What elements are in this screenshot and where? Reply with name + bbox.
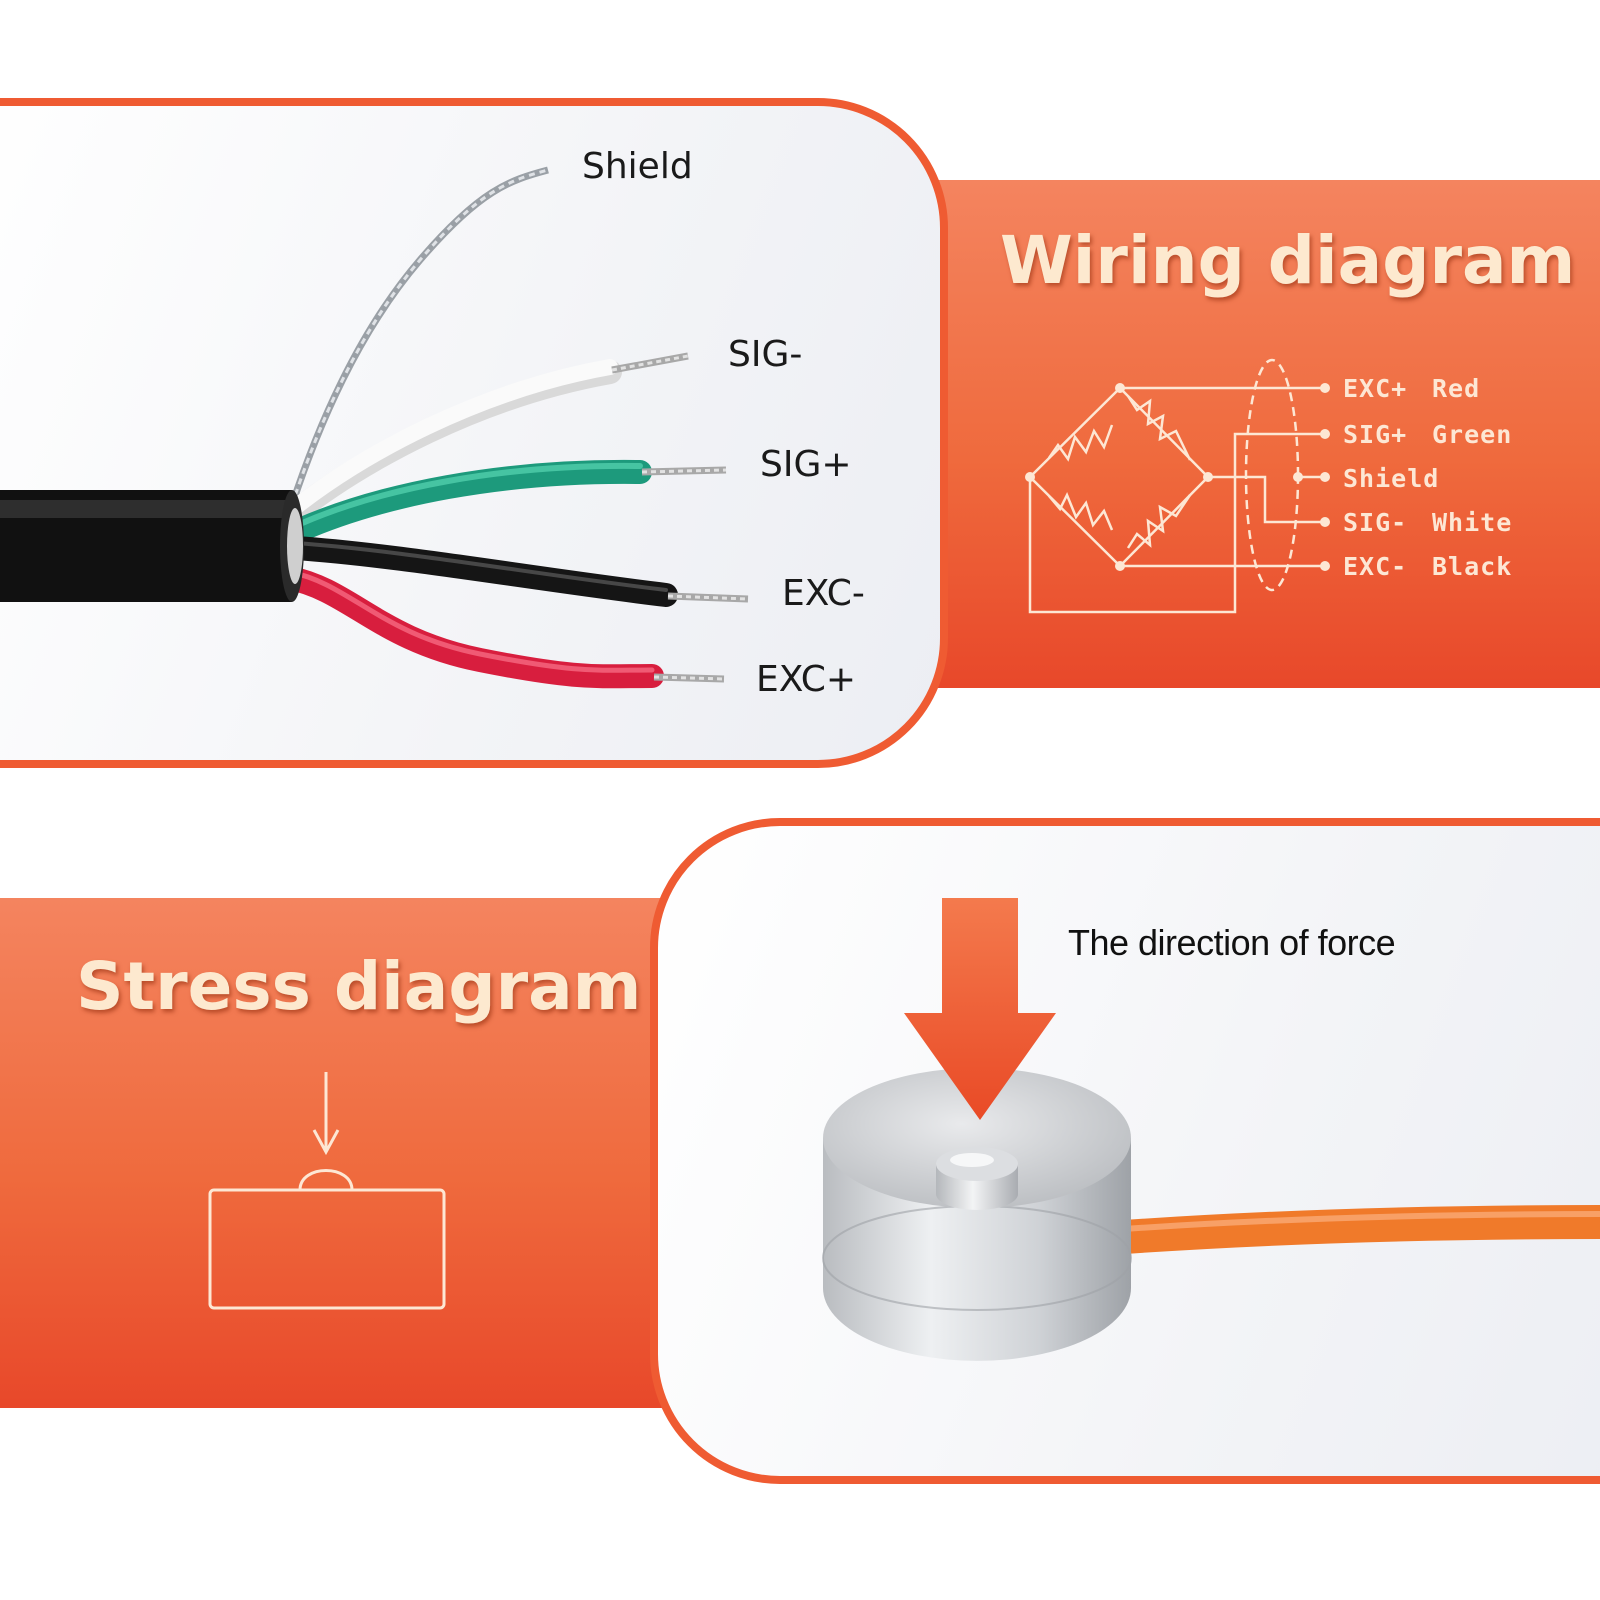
schematic-shield: Shield xyxy=(1343,464,1440,493)
schematic-black: Black xyxy=(1432,552,1513,581)
schematic-exc-minus: EXC- xyxy=(1343,552,1408,581)
exc-plus-label: EXC+ xyxy=(756,659,857,700)
black-wire xyxy=(283,536,678,607)
orange-cable xyxy=(1108,1205,1600,1255)
sig-minus-label: SIG- xyxy=(728,334,803,375)
resistor-bottom-right xyxy=(1126,494,1192,549)
red-wire xyxy=(278,566,664,689)
schematic-green: Green xyxy=(1432,420,1513,449)
schematic-red: Red xyxy=(1432,374,1481,403)
stress-title: Stress diagram xyxy=(76,948,642,1025)
schematic-white: White xyxy=(1432,508,1513,537)
force-direction-label: The direction of force xyxy=(1068,922,1396,963)
exc-minus-label: EXC- xyxy=(782,573,865,614)
wiring-title: Wiring diagram xyxy=(1000,222,1576,299)
resistor-top-right xyxy=(1126,395,1192,461)
resistor-top-left xyxy=(1047,424,1114,462)
schematic-exc-plus: EXC+ xyxy=(1343,374,1408,403)
shield-wire xyxy=(288,166,549,507)
force-arrow xyxy=(904,898,1056,1120)
cable-illustration xyxy=(0,166,749,689)
sensor-top xyxy=(823,1068,1131,1208)
schematic-sig-minus: SIG- xyxy=(1343,508,1408,537)
green-wire xyxy=(288,459,652,542)
resistor-bottom-left xyxy=(1048,491,1114,531)
stress-schematic xyxy=(208,1072,446,1310)
stress-title-band xyxy=(0,898,720,1408)
sig-plus-label: SIG+ xyxy=(760,444,852,485)
bridge-schematic xyxy=(1025,358,1330,614)
shield-label: Shield xyxy=(582,146,693,187)
schematic-sig-plus: SIG+ xyxy=(1343,420,1408,449)
force-sensor-illustration xyxy=(822,898,1600,1361)
